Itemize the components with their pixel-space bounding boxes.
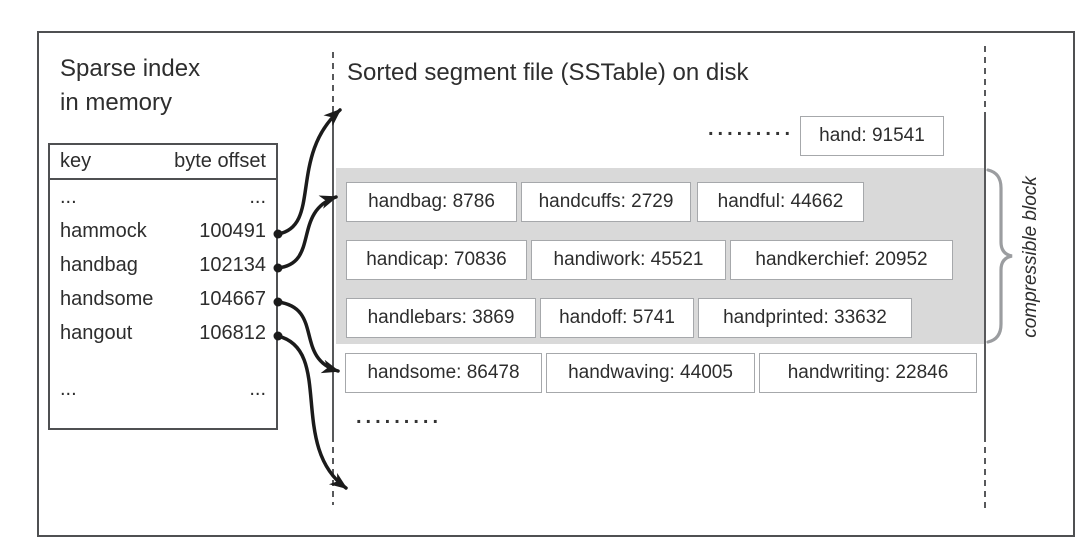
sstable-entry: handkerchief: 20952	[730, 240, 953, 280]
row-offset: 100491	[199, 219, 266, 242]
sparse-index-title: Sparse index in memory	[60, 52, 200, 120]
sstable-entry: hand: 91541	[800, 116, 944, 156]
row-key: handbag	[60, 253, 138, 276]
sstable-entry: handlebars: 3869	[346, 298, 536, 338]
sstable-entry: handprinted: 33632	[698, 298, 912, 338]
compressible-block-label: compressible block	[1020, 176, 1041, 338]
sstable-entry: handcuffs: 2729	[521, 182, 691, 222]
sstable-title: Sorted segment file (SSTable) on disk	[347, 59, 749, 86]
row-offset: 106812	[199, 321, 266, 344]
sstable-entry: handsome: 86478	[345, 353, 542, 393]
sstable-entry: handful: 44662	[697, 182, 864, 222]
sstable-entry: handwriting: 22846	[759, 353, 977, 393]
table-row: hammock 100491	[50, 214, 276, 248]
row-offset: ...	[249, 377, 266, 400]
sstable-entry: handoff: 5741	[540, 298, 694, 338]
index-table-header: key byte offset	[50, 145, 276, 180]
sstable-entry: handwaving: 44005	[546, 353, 755, 393]
row-offset: ...	[249, 185, 266, 208]
table-row: ... ...	[50, 180, 276, 214]
table-row: handsome 104667	[50, 282, 276, 316]
sparse-index-title-line2: in memory	[60, 89, 173, 116]
table-row: ... ...	[50, 350, 276, 428]
index-table-col-offset: byte offset	[174, 150, 266, 172]
sparse-index-title-line1: Sparse index	[60, 55, 201, 82]
index-table: key byte offset ... ... hammock 100491 h…	[48, 143, 278, 430]
row-key: hangout	[60, 321, 133, 344]
row-offset: 102134	[199, 253, 266, 276]
ellipsis-dots: .........	[356, 406, 443, 428]
table-row: handbag 102134	[50, 248, 276, 282]
sstable-entry: handicap: 70836	[346, 240, 527, 280]
ellipsis-dots: .........	[708, 118, 795, 140]
sstable-entry: handbag: 8786	[346, 182, 517, 222]
row-key: ...	[60, 185, 77, 208]
index-table-col-key: key	[60, 150, 92, 172]
row-key: hammock	[60, 219, 147, 242]
row-offset: 104667	[199, 287, 266, 310]
row-key: ...	[60, 377, 77, 400]
row-key: handsome	[60, 287, 154, 310]
table-row: hangout 106812	[50, 316, 276, 350]
sstable-entry: handiwork: 45521	[531, 240, 726, 280]
